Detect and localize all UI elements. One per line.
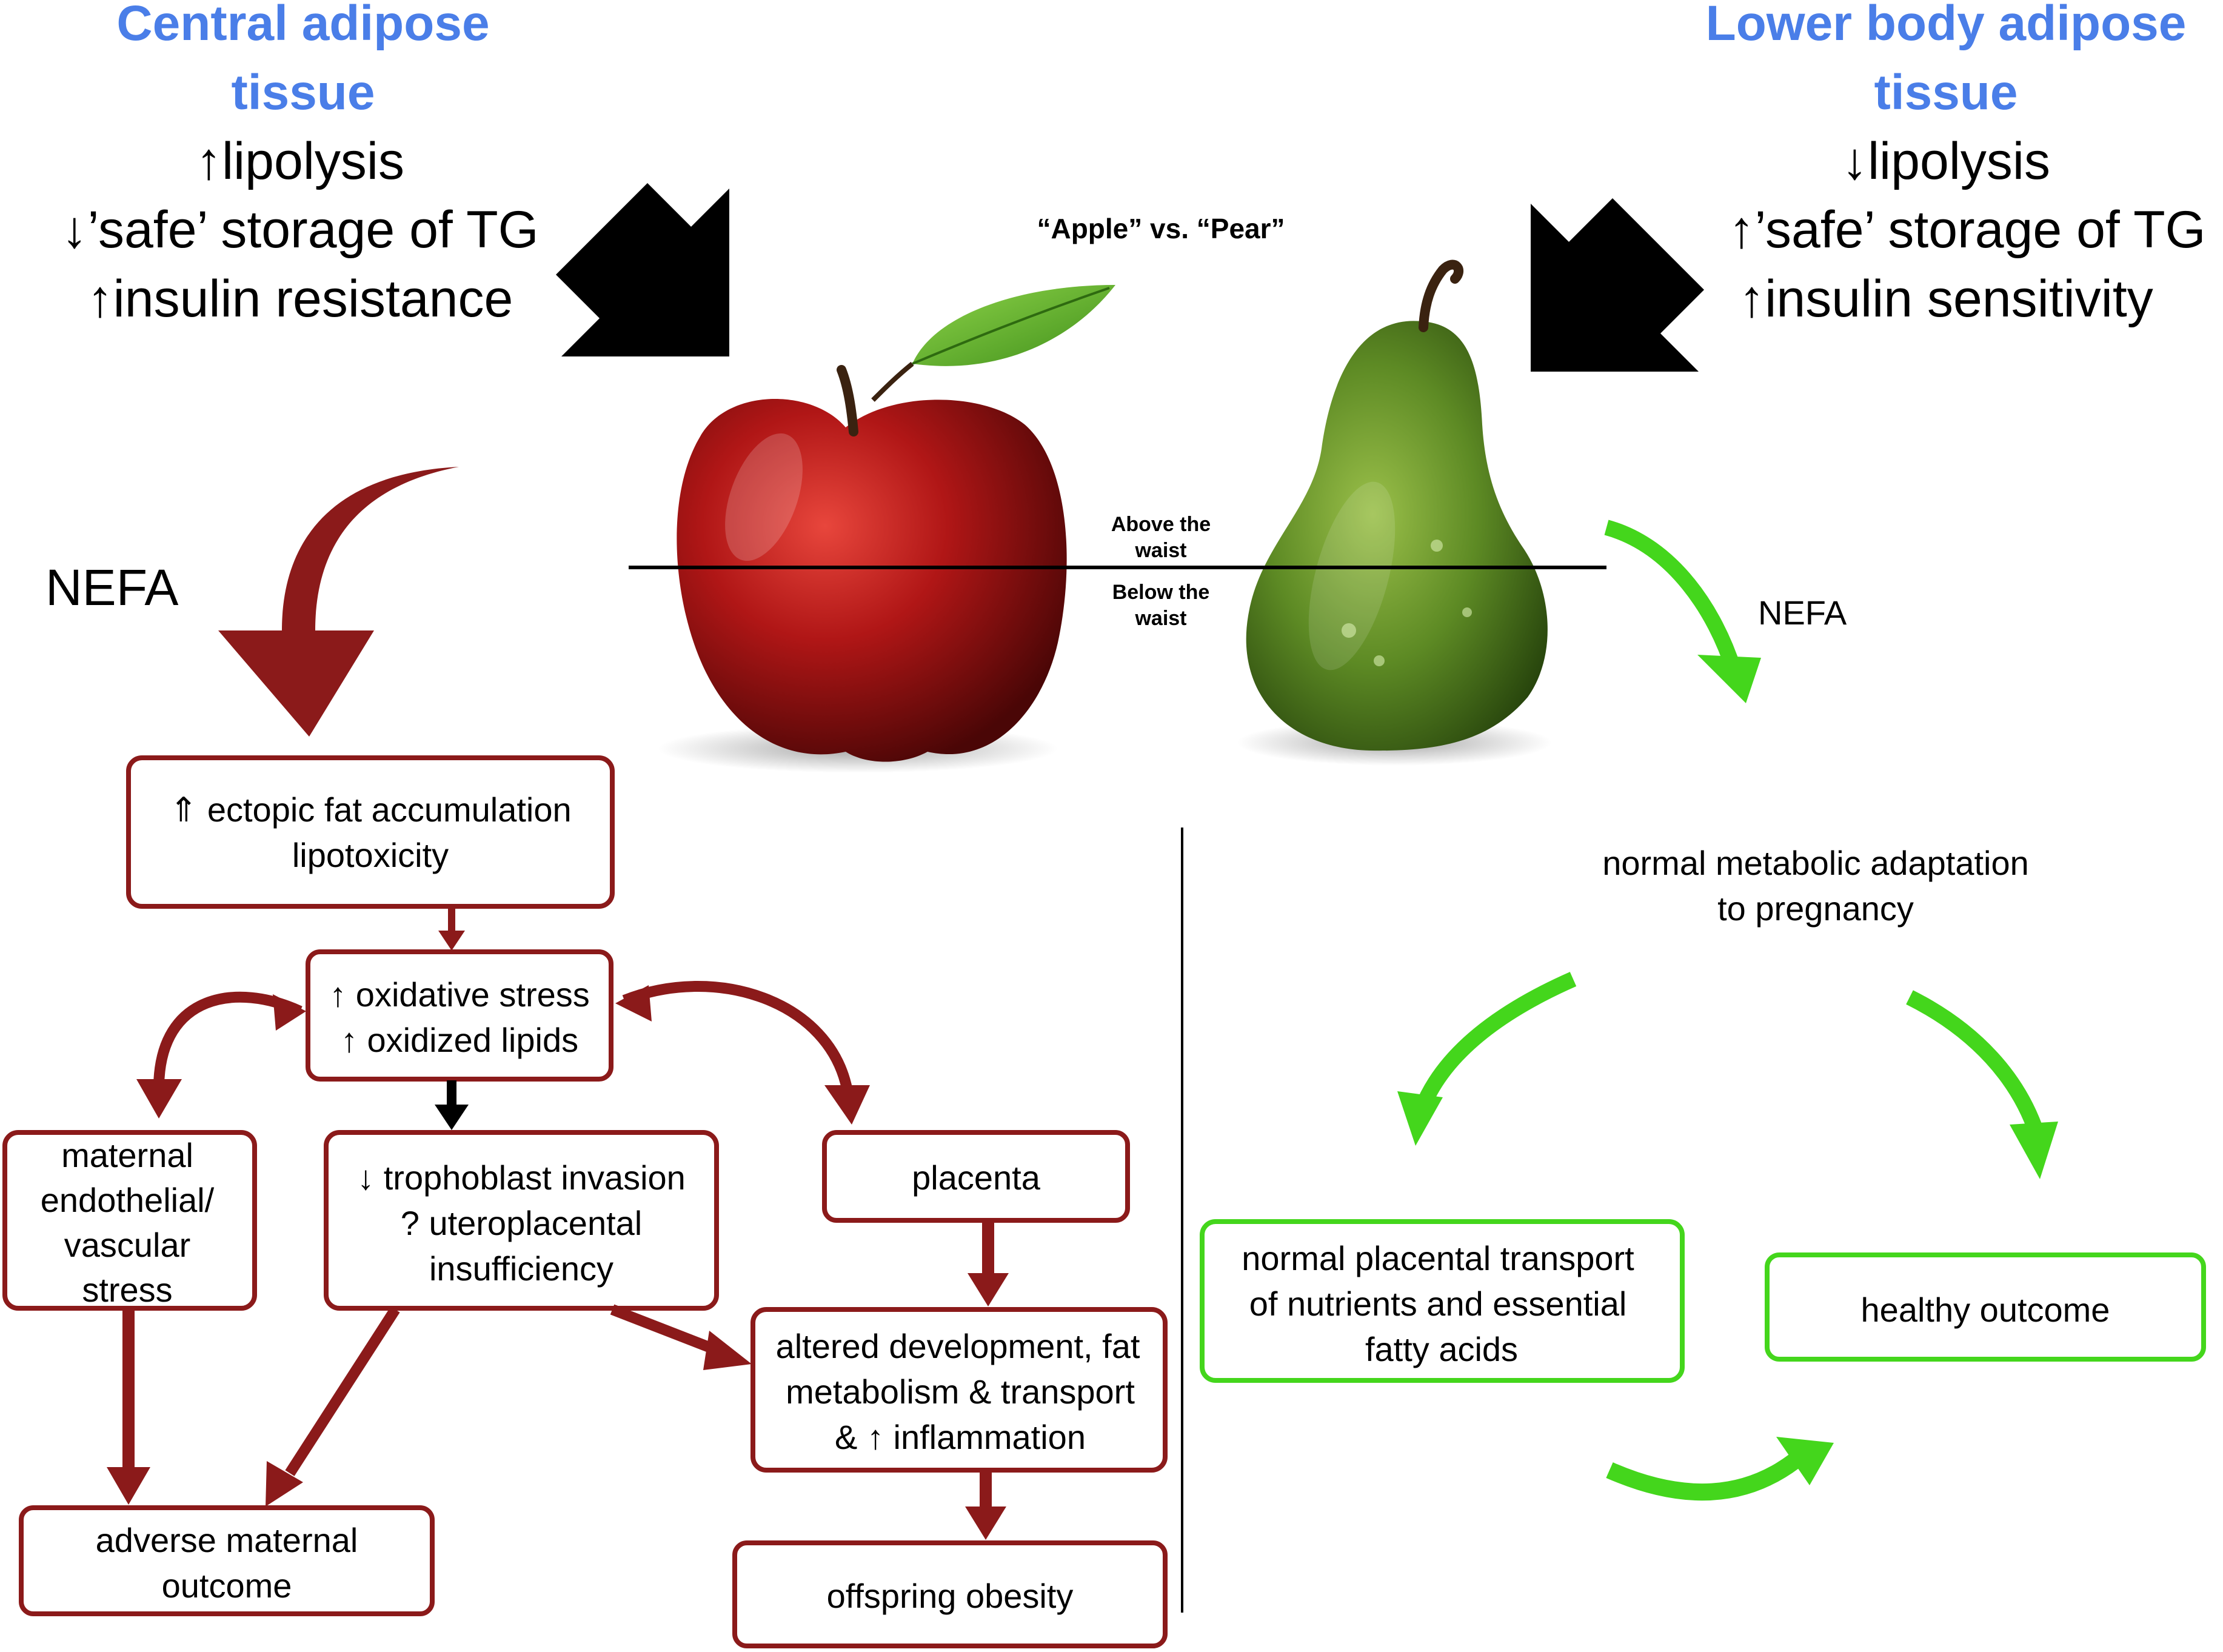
- normal-placental-transport-box: normal placental transport of nutrients …: [1200, 1219, 1685, 1383]
- central-insulin-resistance: ↑insulin resistance: [87, 270, 513, 328]
- central-adipose-header: Central adipose tissue ↑lipolysis ↓’safe…: [61, 0, 538, 328]
- central-lipolysis: ↑lipolysis: [196, 132, 404, 190]
- oxidative-stress-line1: ↑ oxidative stress: [329, 975, 590, 1014]
- green-arrow-nefa: [1604, 520, 1742, 672]
- placental-transport-line1: normal placental transport: [1242, 1239, 1634, 1277]
- ectopic-fat-box: ⇑ ectopic fat accumulation lipotoxicity: [126, 755, 615, 909]
- altered-development-line1: altered development, fat: [776, 1327, 1140, 1365]
- placenta-label: placenta: [912, 1159, 1041, 1197]
- nefa-label-left: NEFA: [45, 559, 178, 616]
- normal-metabolic-adaptation-text: normal metabolic adaptation to pregnancy: [1602, 844, 2029, 928]
- green-arrow-to-transport: [1414, 972, 1577, 1112]
- trophoblast-box: ↓ trophoblast invasion ? uteroplacental …: [324, 1130, 719, 1311]
- left-flow-arrows: [107, 906, 1009, 1540]
- above-waist-label-2: waist: [1134, 539, 1186, 562]
- maternal-stress-line4: stress: [82, 1271, 172, 1309]
- adverse-outcome-line1: adverse maternal: [96, 1521, 358, 1559]
- maternal-stress-box: maternal endothelial/ vascular stress: [2, 1130, 257, 1311]
- lower-body-title-line2: tissue: [1874, 65, 2018, 120]
- below-waist-label-1: Below the: [1112, 581, 1210, 604]
- maternal-stress-line2: endothelial/: [41, 1181, 215, 1219]
- trophoblast-line3: insufficiency: [429, 1249, 613, 1288]
- lower-body-safe-storage: ↑’safe’ storage of TG: [1728, 201, 2205, 259]
- lower-body-insulin-sensitivity: ↑insulin sensitivity: [1739, 270, 2153, 328]
- oxidative-stress-box: ↑ oxidative stress ↑ oxidized lipids: [306, 949, 613, 1082]
- normal-adaptation-line1: normal metabolic adaptation: [1602, 844, 2029, 882]
- big-red-curved-arrow: [218, 467, 459, 737]
- altered-development-box: altered development, fat metabolism & tr…: [750, 1307, 1168, 1473]
- maternal-stress-line3: vascular: [64, 1226, 191, 1264]
- maternal-stress-line1: maternal: [61, 1136, 193, 1174]
- lower-body-title-line1: Lower body adipose: [1706, 0, 2187, 51]
- adverse-maternal-outcome-box: adverse maternal outcome: [19, 1505, 435, 1616]
- placenta-box: placenta: [822, 1130, 1130, 1223]
- nefa-label-right: NEFA: [1758, 594, 1847, 632]
- green-arrow-to-healthy: [1906, 990, 2045, 1137]
- placental-transport-line3: fatty acids: [1365, 1330, 1518, 1368]
- adverse-outcome-line2: outcome: [162, 1567, 292, 1605]
- central-adipose-title-line2: tissue: [232, 65, 375, 120]
- apple-illustration: [658, 285, 1115, 773]
- placental-transport-line2: of nutrients and essential: [1249, 1285, 1627, 1323]
- green-arrow-bottom: [1606, 1454, 1800, 1501]
- healthy-outcome-label: healthy outcome: [1861, 1291, 2110, 1329]
- lower-body-lipolysis: ↓lipolysis: [1842, 132, 2050, 190]
- lower-body-adipose-header: Lower body adipose tissue ↓lipolysis ↑’s…: [1706, 0, 2206, 328]
- offspring-obesity-box: offspring obesity: [732, 1540, 1168, 1648]
- trophoblast-line2: ? uteroplacental: [401, 1204, 643, 1242]
- ectopic-fat-line1: ⇑ ectopic fat accumulation: [169, 791, 571, 829]
- altered-development-line3: & ↑ inflammation: [835, 1418, 1086, 1456]
- normal-adaptation-line2: to pregnancy: [1717, 889, 1914, 928]
- trophoblast-line1: ↓ trophoblast invasion: [357, 1159, 686, 1197]
- above-waist-label-1: Above the: [1111, 513, 1211, 536]
- ectopic-fat-line2: lipotoxicity: [292, 836, 449, 874]
- black-arrow-left: [556, 183, 729, 356]
- healthy-outcome-box: healthy outcome: [1765, 1252, 2206, 1362]
- offspring-obesity-label: offspring obesity: [827, 1577, 1074, 1615]
- central-adipose-title-line1: Central adipose: [116, 0, 489, 51]
- black-arrow-right: [1531, 198, 1704, 372]
- pear-illustration: [1237, 259, 1552, 766]
- apple-vs-pear-caption: “Apple” vs. “Pear”: [1037, 213, 1285, 244]
- below-waist-label-2: waist: [1134, 607, 1186, 630]
- oxidative-stress-line2: ↑ oxidized lipids: [341, 1021, 578, 1059]
- central-safe-storage: ↓’safe’ storage of TG: [61, 201, 538, 259]
- altered-development-line2: metabolism & transport: [786, 1373, 1135, 1411]
